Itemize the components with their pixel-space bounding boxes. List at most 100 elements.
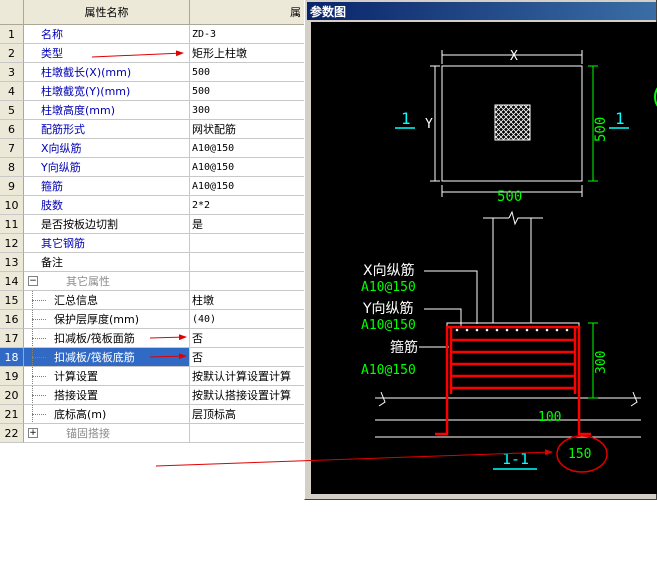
grid-row[interactable]: 15 汇总信息 柱墩 [0,291,320,310]
grid-row-number[interactable]: 11 [0,215,24,234]
grid-row-property-value[interactable] [190,253,320,272]
grid-row-property-value[interactable]: 2*2 [190,196,320,215]
grid-row-property-value[interactable]: ZD-3 [190,25,320,44]
grid-row-property-name[interactable]: 是否按板边切割 [24,215,190,234]
grid-row-property-name[interactable]: 类型 [24,44,190,63]
parameter-window-title[interactable]: 参数图 [307,2,656,20]
grid-row-property-name[interactable]: 保护层厚度(mm) [24,310,190,329]
grid-row-property-value[interactable]: 否 [190,348,320,367]
grid-row-property-name[interactable]: 柱墩截宽(Y)(mm) [24,82,190,101]
grid-row-property-name[interactable]: 肢数 [24,196,190,215]
grid-row[interactable]: 1 名称 ZD-3 [0,25,320,44]
grid-row-property-value[interactable]: 层顶标高 [190,405,320,424]
grid-row-number[interactable]: 16 [0,310,24,329]
grid-header-property-name[interactable]: 属性名称 [24,0,190,25]
grid-row-property-name[interactable]: +锚固搭接 [24,424,190,443]
grid-row-number[interactable]: 19 [0,367,24,386]
grid-row[interactable]: 7 X向纵筋 A10@150 [0,139,320,158]
grid-row-number[interactable]: 21 [0,405,24,424]
grid-row-property-name[interactable]: 柱墩截长(X)(mm) [24,63,190,82]
grid-row-property-value[interactable] [190,424,320,443]
grid-row-number[interactable]: 4 [0,82,24,101]
collapse-minus-icon[interactable]: − [28,276,38,286]
grid-row-number[interactable]: 13 [0,253,24,272]
grid-row[interactable]: 22+锚固搭接 [0,424,320,443]
grid-row[interactable]: 14−其它属性 [0,272,320,291]
grid-row-property-value[interactable]: 按默认搭接设置计算 [190,386,320,405]
grid-row-number[interactable]: 20 [0,386,24,405]
grid-header-property-value[interactable]: 属 [190,0,320,25]
grid-row-number[interactable]: 7 [0,139,24,158]
grid-row-property-value[interactable]: A10@150 [190,177,320,196]
grid-row-property-name[interactable]: 汇总信息 [24,291,190,310]
grid-row-number[interactable]: 2 [0,44,24,63]
grid-row-property-value[interactable]: A10@150 [190,158,320,177]
grid-row-property-value[interactable]: 网状配筋 [190,120,320,139]
grid-row-property-name[interactable]: 搭接设置 [24,386,190,405]
grid-row-number[interactable]: 8 [0,158,24,177]
grid-row-number[interactable]: 17 [0,329,24,348]
section-label-y-bar: Y向纵筋 [362,300,414,317]
grid-row-number[interactable]: 6 [0,120,24,139]
grid-row-property-value[interactable]: 500 [190,82,320,101]
property-name-text: 配筋形式 [41,123,85,136]
grid-row-property-value[interactable] [190,234,320,253]
property-name-text: 名称 [41,28,63,41]
grid-row-number[interactable]: 5 [0,101,24,120]
grid-row-number[interactable]: 3 [0,63,24,82]
grid-row-property-value[interactable]: A10@150 [190,139,320,158]
grid-row-property-name[interactable]: −其它属性 [24,272,190,291]
grid-row-property-name[interactable]: 其它钢筋 [24,234,190,253]
grid-row-number[interactable]: 15 [0,291,24,310]
plan-dim-bottom: 500 [497,189,522,205]
grid-row-number[interactable]: 18 [0,348,24,367]
grid-row-property-name[interactable]: 计算设置 [24,367,190,386]
expand-plus-icon[interactable]: + [28,428,38,438]
grid-row-property-value[interactable] [190,272,320,291]
grid-row-property-name[interactable]: 配筋形式 [24,120,190,139]
grid-row-property-name[interactable]: 柱墩高度(mm) [24,101,190,120]
property-name-text: X向纵筋 [41,142,82,155]
grid-row-property-value[interactable]: (40) [190,310,320,329]
grid-row-property-name[interactable]: 扣减板/筏板底筋 [24,348,190,367]
grid-row-property-value[interactable]: 按默认计算设置计算 [190,367,320,386]
grid-row-number[interactable]: 12 [0,234,24,253]
grid-row-number[interactable]: 14 [0,272,24,291]
grid-row-number[interactable]: 1 [0,25,24,44]
property-name-text: 汇总信息 [54,294,98,307]
grid-row-property-value[interactable]: 500 [190,63,320,82]
grid-row-property-name[interactable]: Y向纵筋 [24,158,190,177]
grid-row-number[interactable]: 9 [0,177,24,196]
grid-row-property-name[interactable]: 箍筋 [24,177,190,196]
grid-row-property-value[interactable]: 柱墩 [190,291,320,310]
grid-row-number[interactable]: 22 [0,424,24,443]
section-label-stirrup: 箍筋 [390,339,418,356]
grid-row-property-value[interactable]: 矩形上柱墩 [190,44,320,63]
grid-row-number[interactable]: 10 [0,196,24,215]
grid-row-property-value[interactable]: 300 [190,101,320,120]
grid-row-property-value[interactable]: 否 [190,329,320,348]
grid-row-property-name[interactable]: 名称 [24,25,190,44]
grid-row-property-name[interactable]: 备注 [24,253,190,272]
grid-row-property-name[interactable]: 底标高(m) [24,405,190,424]
grid-row-property-value[interactable]: 是 [190,215,320,234]
grid-row-property-name[interactable]: X向纵筋 [24,139,190,158]
grid-row[interactable]: 6 配筋形式 网状配筋 [0,120,320,139]
grid-row-property-name[interactable]: 扣减板/筏板面筋 [24,329,190,348]
